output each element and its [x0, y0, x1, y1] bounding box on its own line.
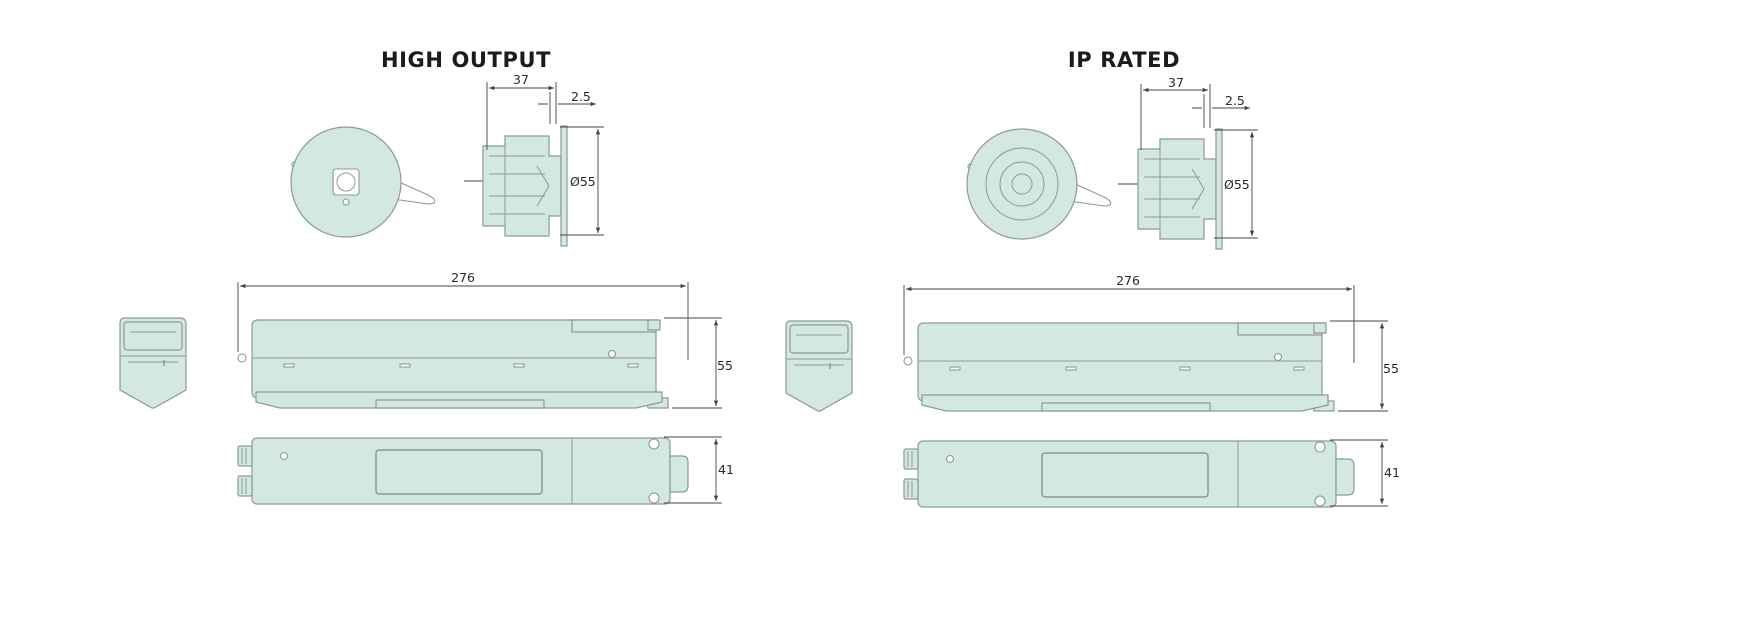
ip-rated-group: IP RATED 37 2.5 Ø55 [785, 48, 1400, 508]
length-extension-lines-ip [903, 285, 1355, 363]
ip-rated-title: IP RATED [1068, 48, 1180, 72]
ip-rated-side-elevation [903, 322, 1335, 412]
diameter-extension-lines [560, 126, 604, 236]
diameter-label-ip: Ø55 [1224, 177, 1250, 192]
flange-label-ip: 2.5 [1225, 93, 1245, 108]
ip-rated-side-view [1137, 128, 1223, 250]
height-label-ip: 55 [1383, 361, 1399, 376]
depth-extension-lines [486, 82, 557, 150]
depth-extension-lines-ip [1140, 84, 1211, 150]
high-output-front-view [290, 126, 436, 238]
high-output-end-view [119, 317, 187, 409]
depth-label: 37 [513, 72, 529, 87]
diameter-label: Ø55 [570, 174, 596, 189]
width-extension-lines [664, 436, 722, 504]
ip-rated-plan-view [903, 440, 1355, 508]
width-extension-lines-ip [1330, 439, 1388, 507]
length-extension-lines [237, 282, 689, 360]
high-output-title: HIGH OUTPUT [381, 48, 551, 72]
depth-label-ip: 37 [1168, 75, 1184, 90]
height-extension-lines-ip [1330, 320, 1388, 412]
length-label: 276 [451, 270, 475, 285]
ip-rated-end-view [785, 320, 853, 412]
high-output-plan-view [237, 437, 689, 505]
ip-rated-front-view [966, 128, 1112, 240]
height-extension-lines [664, 317, 722, 409]
width-label: 41 [718, 462, 734, 477]
high-output-side-elevation [237, 319, 669, 409]
width-label-ip: 41 [1384, 465, 1400, 480]
high-output-side-view [482, 125, 568, 247]
height-label: 55 [717, 358, 733, 373]
high-output-group: HIGH OUTPUT 37 2.5 Ø55 [119, 48, 734, 505]
flange-label: 2.5 [571, 89, 591, 104]
diameter-extension-lines-ip [1214, 129, 1258, 239]
length-label-ip: 276 [1116, 273, 1140, 288]
